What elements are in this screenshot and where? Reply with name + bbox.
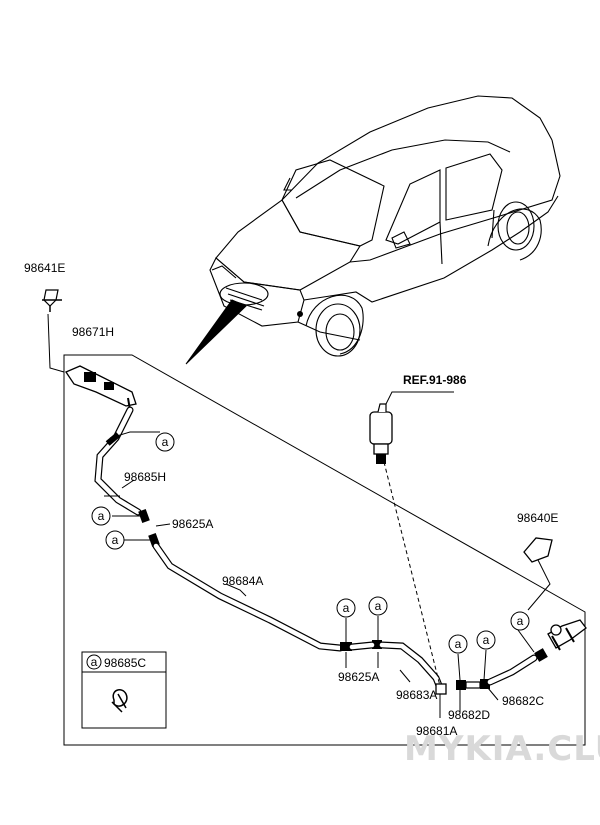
label-98683A: 98683A bbox=[396, 688, 437, 702]
callout-a-3: a bbox=[105, 530, 125, 550]
legend-part: 98685C bbox=[104, 656, 146, 670]
label-98625A-bottom: 98625A bbox=[338, 670, 379, 684]
label-98640E: 98640E bbox=[517, 511, 558, 525]
reference-label: REF.91-986 bbox=[403, 373, 467, 387]
part-98641E-clip bbox=[42, 289, 62, 312]
callout-a-2: a bbox=[91, 506, 111, 526]
legend-letter: a bbox=[91, 655, 98, 669]
callout-a-8: a bbox=[510, 611, 530, 631]
label-98681A: 98681A bbox=[416, 724, 457, 738]
svg-text:a: a bbox=[375, 599, 382, 613]
label-98671H: 98671H bbox=[72, 325, 114, 339]
hose-clip-icon bbox=[111, 689, 128, 713]
svg-text:a: a bbox=[483, 633, 490, 647]
washer-pump bbox=[369, 403, 393, 464]
callout-a-4: a bbox=[336, 598, 356, 618]
svg-text:a: a bbox=[112, 533, 119, 547]
label-98682C: 98682C bbox=[502, 694, 544, 708]
part-98640E-bezel bbox=[523, 537, 553, 563]
legend-box: a 98685C bbox=[81, 651, 167, 729]
label-98625A-top: 98625A bbox=[172, 517, 213, 531]
callout-a-6: a bbox=[448, 634, 468, 654]
label-98682D: 98682D bbox=[448, 708, 490, 722]
label-98685H: 98685H bbox=[124, 470, 166, 484]
part-right-nozzle bbox=[534, 619, 587, 662]
label-98641E: 98641E bbox=[24, 261, 65, 275]
svg-text:a: a bbox=[455, 637, 462, 651]
callout-a-7: a bbox=[476, 630, 496, 650]
watermark: MYKIA.CLUB bbox=[404, 729, 600, 769]
label-98684A: 98684A bbox=[222, 574, 263, 588]
svg-text:a: a bbox=[517, 614, 524, 628]
car-illustration bbox=[185, 95, 561, 365]
callout-a-1: a bbox=[155, 432, 175, 452]
svg-text:a: a bbox=[162, 435, 169, 449]
assembly-frame bbox=[63, 354, 586, 746]
callout-a-5: a bbox=[368, 596, 388, 616]
svg-text:a: a bbox=[98, 509, 105, 523]
part-98671H-nozzle bbox=[65, 365, 137, 411]
svg-text:a: a bbox=[343, 601, 350, 615]
